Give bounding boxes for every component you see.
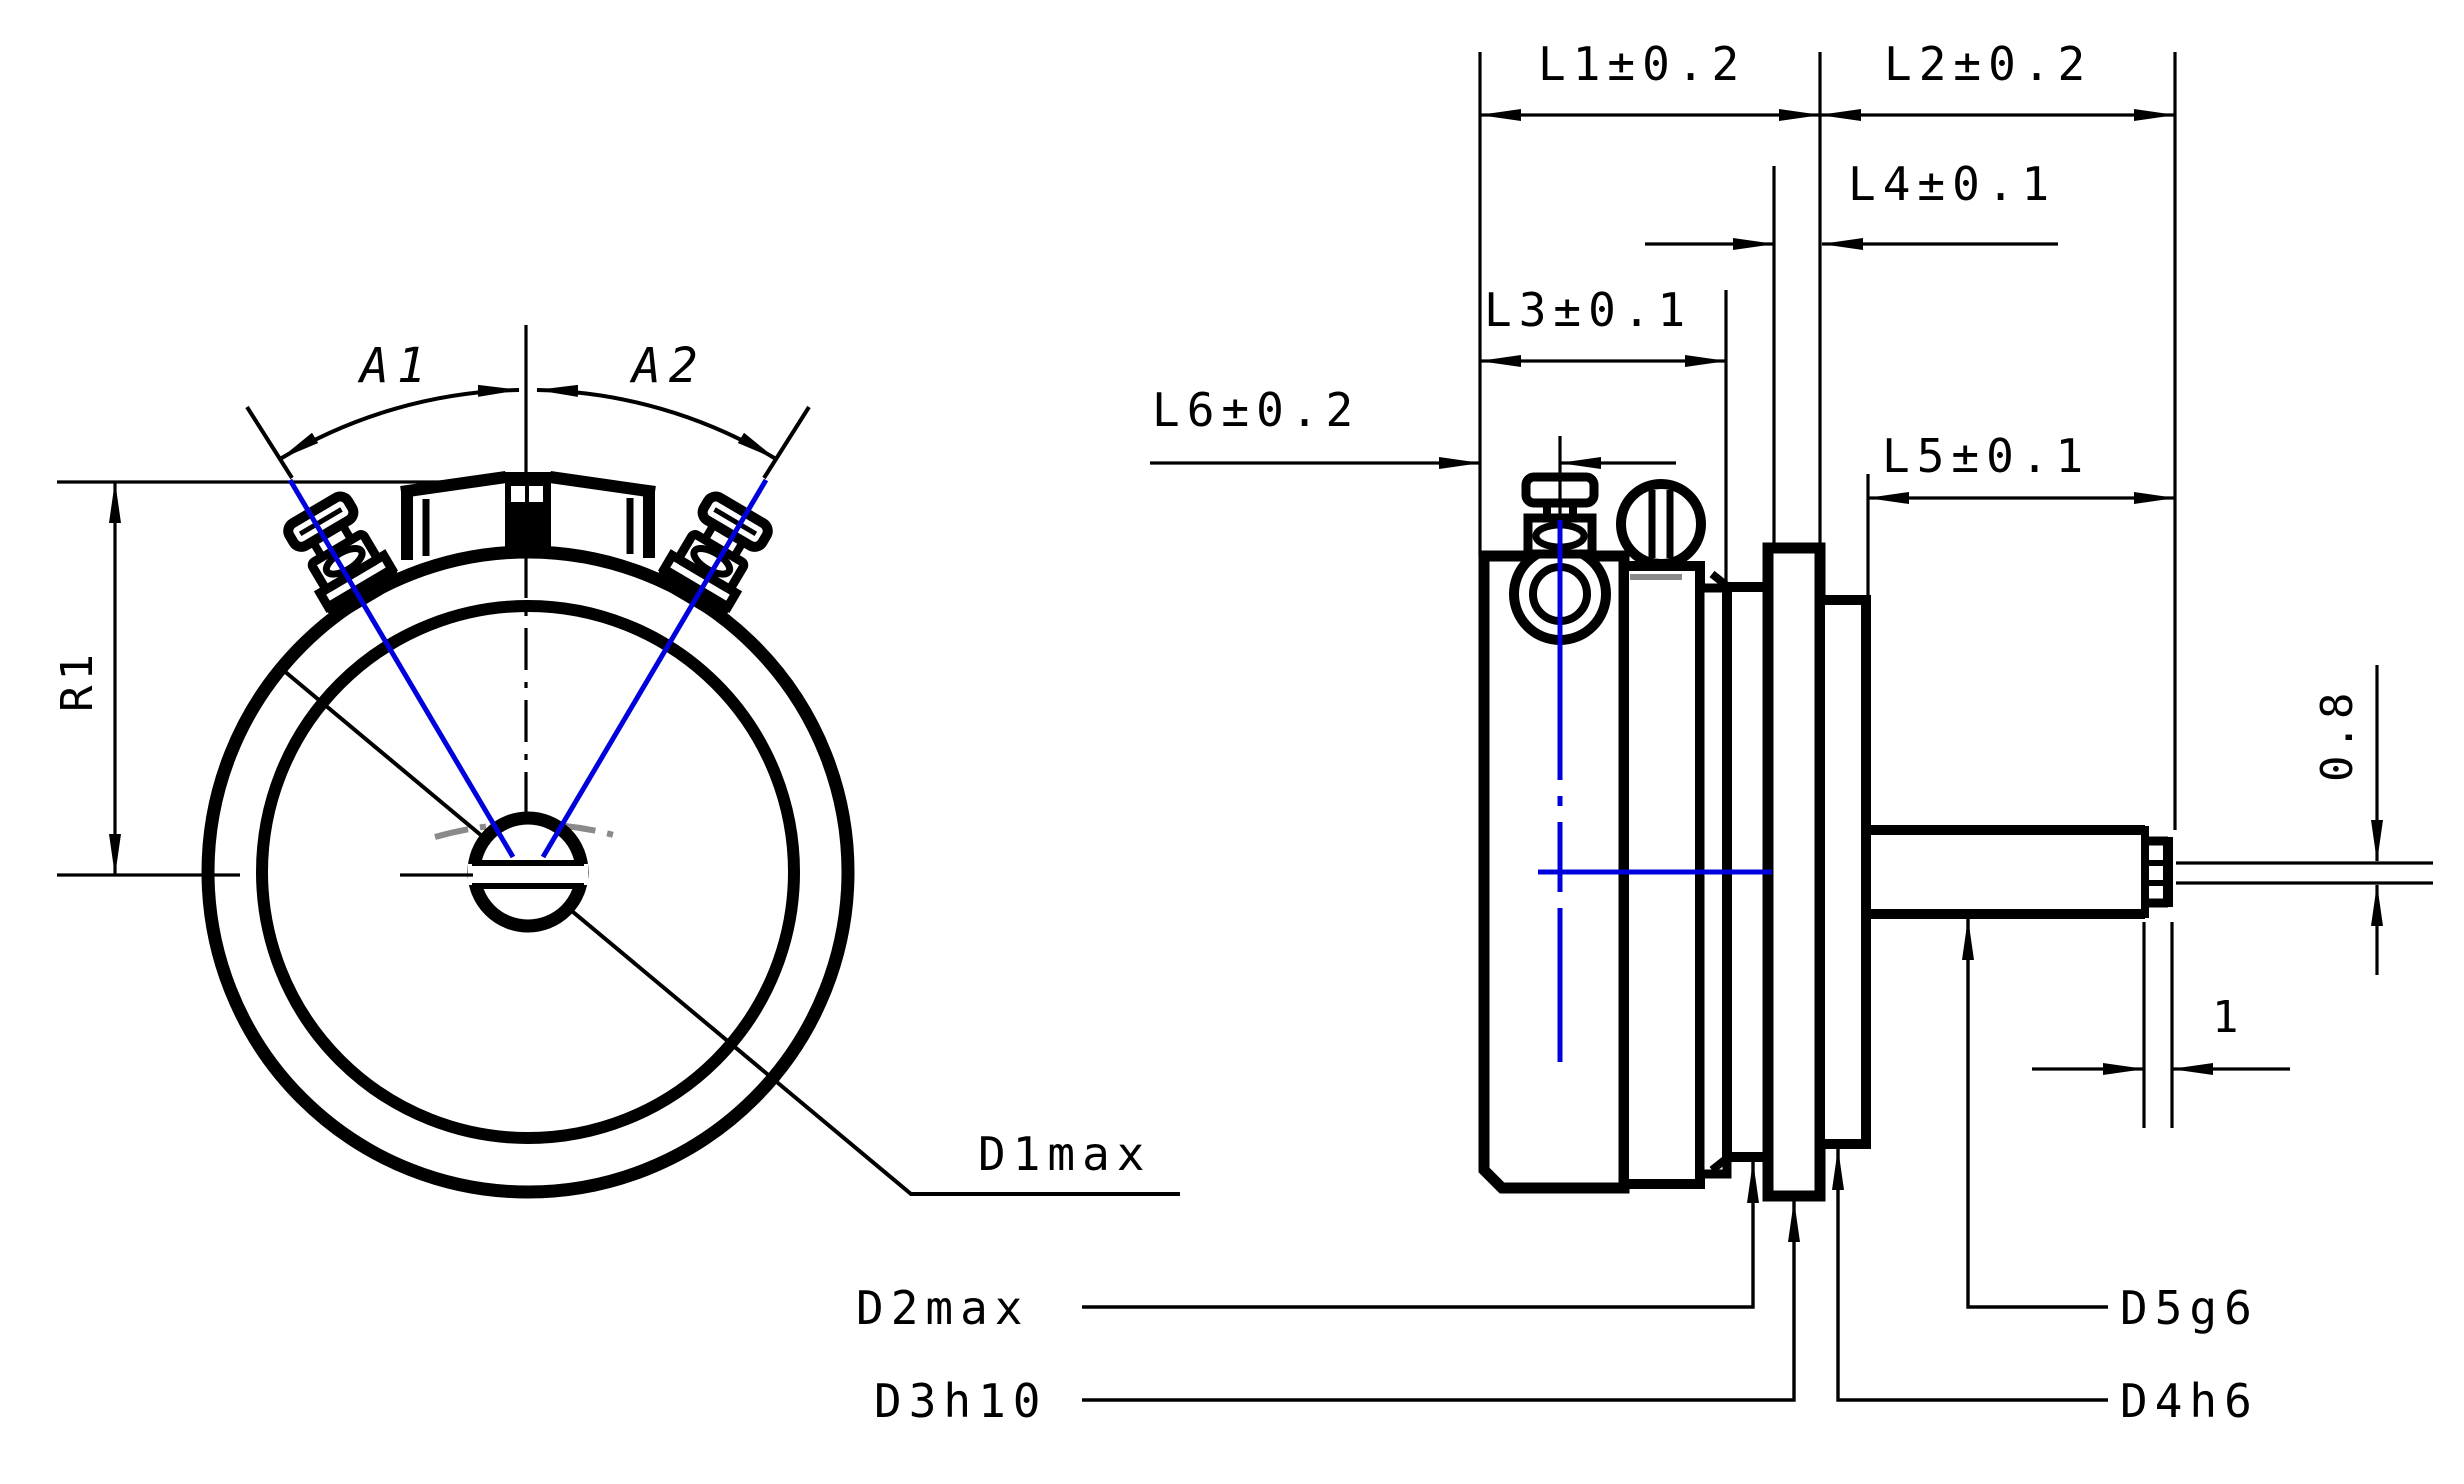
top-clamp-band (400, 471, 656, 840)
dim-label-d5: D5g6 (2120, 1281, 2259, 1335)
hub-slot-cut (468, 864, 588, 885)
a2-extension-line (762, 405, 811, 480)
body-section-2 (1619, 561, 1705, 1189)
side-slotted-screw (1616, 479, 1706, 569)
d2-leader (1082, 1161, 1759, 1309)
front-screw-left (283, 491, 404, 623)
dim-label-a2: A2 (629, 338, 706, 394)
screw-axis-blue-right (540, 478, 769, 859)
dim-label-l4: L4±0.1 (1848, 157, 2056, 211)
post-window-right (529, 486, 543, 502)
a1-angle-arc (278, 384, 520, 461)
d5-leader (1962, 918, 2108, 1309)
front-screw-right (652, 491, 773, 623)
dim-label-d2: D2max (856, 1281, 1029, 1335)
dim-label-d3: D3h10 (874, 1374, 1047, 1428)
dim-label-a1: A1 (357, 338, 434, 394)
d4-leader (1832, 1148, 2108, 1402)
screw-axis-blue-left (287, 478, 516, 859)
extension-lines (1478, 52, 2433, 1128)
dim-label-l1: L1±0.2 (1538, 37, 1746, 91)
diameter-leaders (1082, 918, 2108, 1402)
d3-leader (1082, 1200, 1800, 1402)
dim-label-l6: L6±0.2 (1152, 383, 1360, 437)
dimension-lines (1150, 109, 2383, 1075)
side-view: L1±0.2 L2±0.2 L4±0.1 L3±0.1 L6±0.2 L5±0.… (856, 37, 2433, 1428)
dim-label-d1max: D1max (978, 1127, 1151, 1181)
clamp-center-post (505, 472, 551, 558)
dim-label-end-relief: 1 (2212, 992, 2244, 1043)
housing-inner-circle (256, 600, 800, 1144)
dim-label-d4: D4h6 (2120, 1374, 2259, 1428)
dim-label-slot-width: 0.8 (2312, 688, 2363, 782)
a1-extension-line (245, 405, 294, 480)
dim-label-l3: L3±0.1 (1484, 283, 1692, 337)
dim-label-r1: R1 (52, 649, 103, 712)
dim-label-l2: L2±0.2 (1884, 37, 2092, 91)
d3-mounting-disc (1762, 542, 1826, 1202)
post-window-left (511, 486, 525, 502)
d4-pilot-cylinder (1815, 595, 1871, 1149)
shaft (1866, 825, 2173, 919)
dim-label-l5: L5±0.1 (1882, 429, 2090, 483)
a2-angle-arc (536, 384, 778, 461)
front-view: R1 A1 A2 D1max (52, 325, 1180, 1199)
